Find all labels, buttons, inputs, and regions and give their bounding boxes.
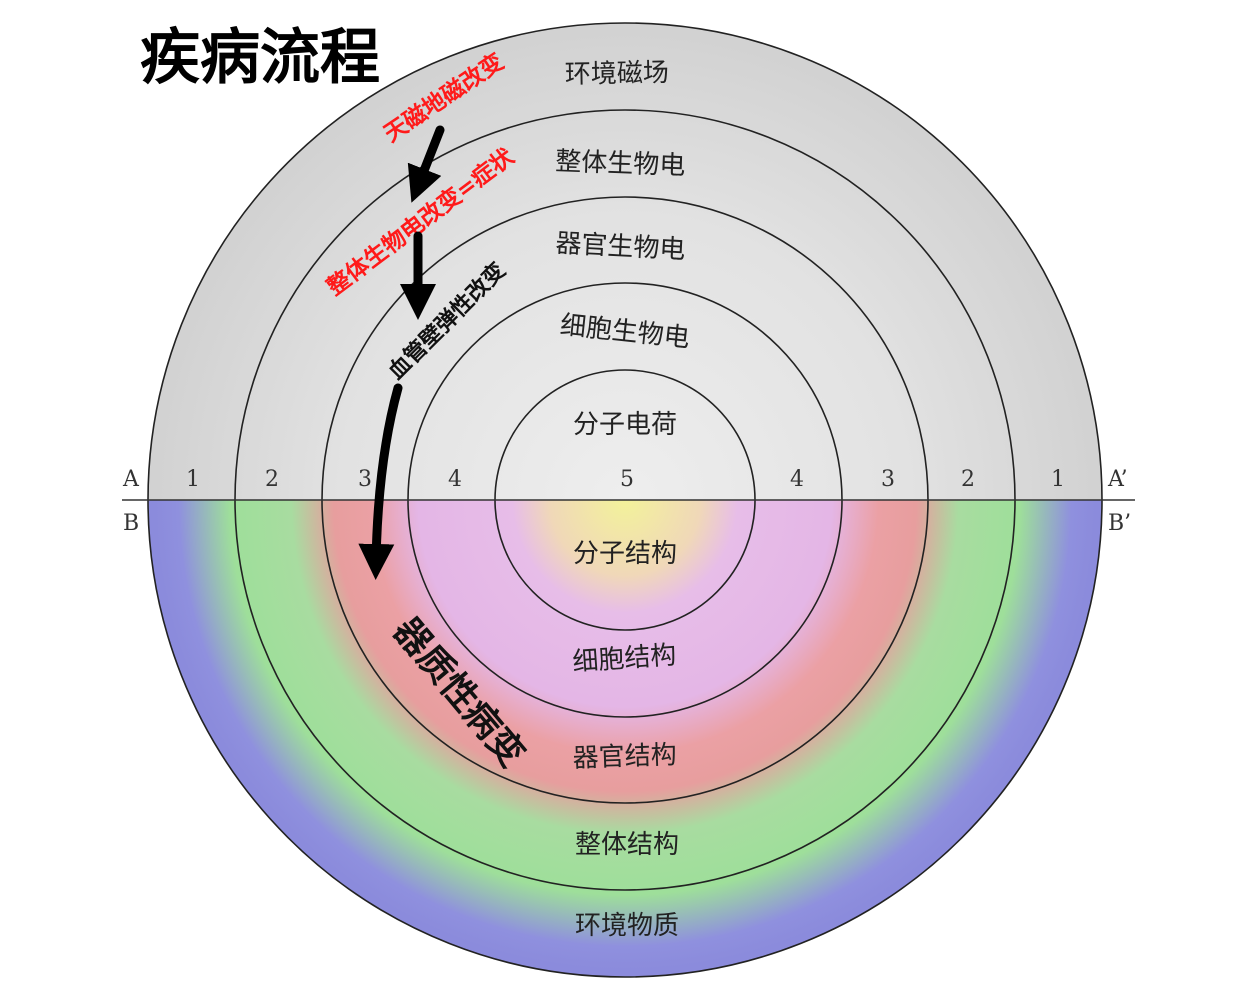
- axis-number: 1: [186, 467, 200, 492]
- upper-half-disc: [148, 23, 1102, 500]
- axis-number: 4: [790, 467, 804, 492]
- axis-label-a: A: [122, 467, 140, 492]
- upper-ring-label: 环境磁场: [565, 58, 670, 90]
- lower-ring-label: 器官结构: [572, 740, 677, 774]
- upper-ring-label: 分子电荷: [573, 410, 677, 440]
- lower-ring-label: 环境物质: [575, 911, 679, 941]
- arrow-1: [407, 125, 445, 203]
- lower-half-disc: [148, 500, 1102, 977]
- upper-ring-label: 器官生物电: [555, 229, 686, 266]
- lower-ring-label: 整体结构: [575, 830, 679, 860]
- lower-ring-label: 细胞结构: [572, 640, 678, 677]
- axis-label-a-prime: A’: [1107, 467, 1128, 492]
- axis-number: 3: [881, 467, 895, 492]
- axis-number: 1: [1051, 467, 1065, 492]
- axis-number: 3: [358, 467, 372, 492]
- axis-label-b: B: [123, 511, 139, 536]
- axis-number: 2: [265, 467, 279, 492]
- axis-label-b-prime: B’: [1108, 511, 1131, 536]
- axis-number: 4: [448, 467, 462, 492]
- arrow-3: [358, 383, 403, 580]
- upper-ring-label: 整体生物电: [555, 147, 686, 182]
- axis-number: 2: [961, 467, 975, 492]
- page-title: 疾病流程: [140, 23, 380, 93]
- lower-ring-label: 分子结构: [573, 539, 677, 569]
- axis-number: 5: [620, 467, 634, 492]
